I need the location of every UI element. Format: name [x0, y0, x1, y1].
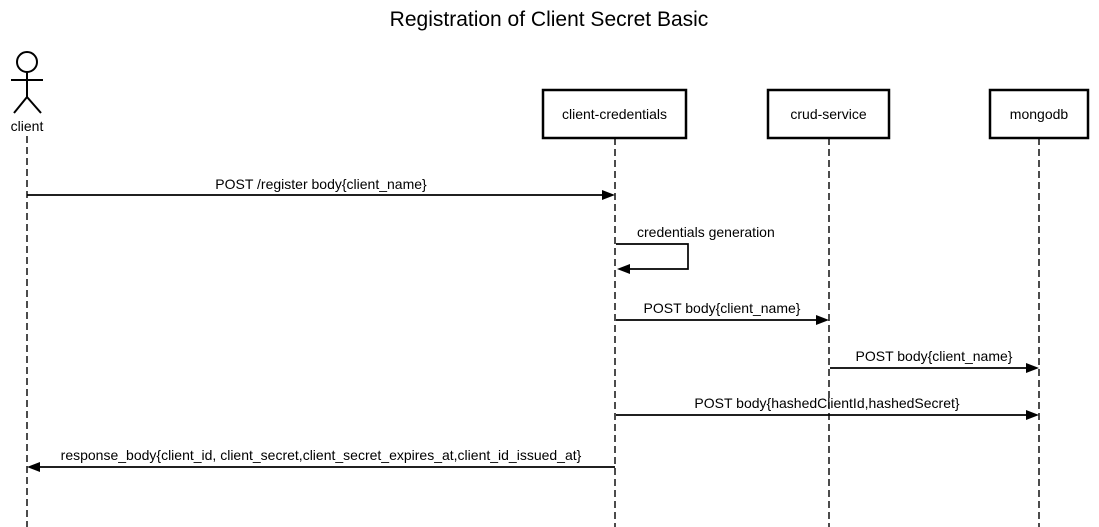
- diagram-title: Registration of Client Secret Basic: [390, 8, 709, 31]
- arrowhead-right-icon: [1026, 410, 1039, 420]
- participant-box-mongodb: [988, 88, 1090, 140]
- message-label: POST body{client_name}: [644, 300, 801, 316]
- message-label: POST body{client_name}: [856, 348, 1013, 364]
- message-credentials-generation: credentials generation: [616, 224, 775, 274]
- message-label: POST body{hashedClientId,hashedSecret}: [694, 395, 959, 411]
- participant-label-crud-service: crud-service: [790, 106, 866, 122]
- message-post-register: POST /register body{client_name}: [27, 176, 615, 200]
- participant-box-crud-service: [766, 88, 891, 140]
- message-label: credentials generation: [637, 224, 775, 240]
- actor-client: client: [11, 51, 44, 134]
- arrowhead-right-icon: [816, 315, 829, 325]
- participant-box-client-credentials: [541, 88, 688, 140]
- actor-client-label: client: [11, 118, 44, 134]
- message-label: response_body{client_id, client_secret,c…: [61, 447, 582, 463]
- participant-crud-service: crud-service: [766, 88, 891, 140]
- participant-label-client-credentials: client-credentials: [562, 106, 667, 122]
- message-post-hashed-credentials: POST body{hashedClientId,hashedSecret}: [616, 395, 1039, 420]
- arrowhead-right-icon: [602, 190, 615, 200]
- arrowhead-right-icon: [1026, 363, 1039, 373]
- participant-mongodb: mongodb: [988, 88, 1090, 140]
- self-loop-line: [616, 243, 689, 270]
- message-post-body-to-crud: POST body{client_name}: [616, 300, 829, 325]
- arrowhead-left-icon: [617, 264, 630, 274]
- person-icon: [11, 51, 43, 114]
- participant-client-credentials: client-credentials: [541, 88, 688, 140]
- participant-label-mongodb: mongodb: [1010, 106, 1069, 122]
- message-label: POST /register body{client_name}: [215, 176, 427, 192]
- arrowhead-left-icon: [27, 462, 40, 472]
- message-post-body-to-mongodb: POST body{client_name}: [830, 348, 1039, 373]
- message-response-body: response_body{client_id, client_secret,c…: [27, 447, 615, 472]
